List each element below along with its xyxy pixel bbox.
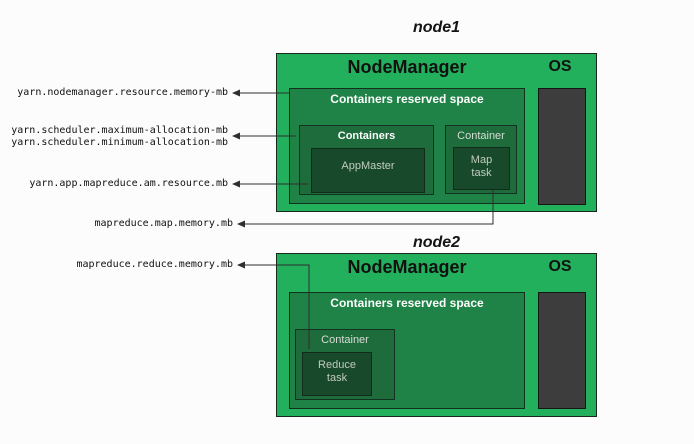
- node2-nodemanager-label: NodeManager: [347, 257, 467, 277]
- node2-reduce-task-box: Reduce task: [302, 352, 372, 396]
- node2-containers-reserved-space: Containers reserved space Container Redu…: [289, 292, 525, 409]
- config-label-am-resource-mb: yarn.app.mapreduce.am.resource.mb: [29, 178, 228, 189]
- arrowhead-nodemanager-resource: [232, 89, 240, 97]
- node1-os-label: OS: [548, 58, 572, 75]
- node2-container-box: Container Reduce task: [295, 329, 395, 400]
- config-label-scheduler-maximum-allocation: yarn.scheduler.maximum-allocation-mb: [11, 125, 228, 136]
- config-label-reduce-memory-mb: mapreduce.reduce.memory.mb: [76, 259, 233, 270]
- config-label-nodemanager-resource-memory: yarn.nodemanager.resource.memory-mb: [17, 87, 228, 98]
- node2-os-memory-bar: [538, 292, 586, 409]
- node1-title: node1: [412, 19, 461, 36]
- node1-container-box: Container Map task: [445, 125, 517, 194]
- arrowhead-scheduler-allocation: [232, 132, 240, 140]
- node1-appmaster-box: AppMaster: [311, 148, 425, 193]
- node1-container-label: Container: [457, 130, 505, 142]
- node1-map-task-label-line1: Map: [470, 154, 493, 166]
- node1-box: NodeManager OS Containers reserved space…: [276, 53, 597, 212]
- config-label-scheduler-minimum-allocation: yarn.scheduler.minimum-allocation-mb: [11, 137, 228, 148]
- node1-nodemanager-label: NodeManager: [347, 57, 467, 77]
- node2-reduce-task-label-line1: Reduce: [318, 359, 356, 371]
- arrowhead-map-memory: [237, 220, 245, 228]
- node2-box: NodeManager OS Containers reserved space…: [276, 253, 597, 417]
- node1-reserved-space-label: Containers reserved space: [330, 92, 484, 106]
- arrowhead-am-resource: [232, 180, 240, 188]
- node2-reserved-space-label: Containers reserved space: [330, 296, 484, 310]
- node1-containers-label: Containers: [337, 130, 396, 142]
- node2-os-label: OS: [548, 258, 572, 275]
- node1-containers-reserved-space: Containers reserved space Containers App…: [289, 88, 525, 204]
- node1-os-memory-bar: [538, 88, 586, 205]
- node1-containers-box: Containers AppMaster: [299, 125, 434, 195]
- node2-title: node2: [412, 234, 461, 251]
- arrowhead-reduce-memory: [237, 261, 245, 269]
- node2-container-label: Container: [321, 334, 369, 346]
- node1-map-task-box: Map task: [453, 147, 510, 190]
- node1-map-task-label-line2: task: [471, 167, 492, 179]
- node1-appmaster-label: AppMaster: [341, 160, 395, 172]
- node2-reduce-task-label-line2: task: [326, 372, 348, 384]
- config-label-map-memory-mb: mapreduce.map.memory.mb: [94, 218, 233, 229]
